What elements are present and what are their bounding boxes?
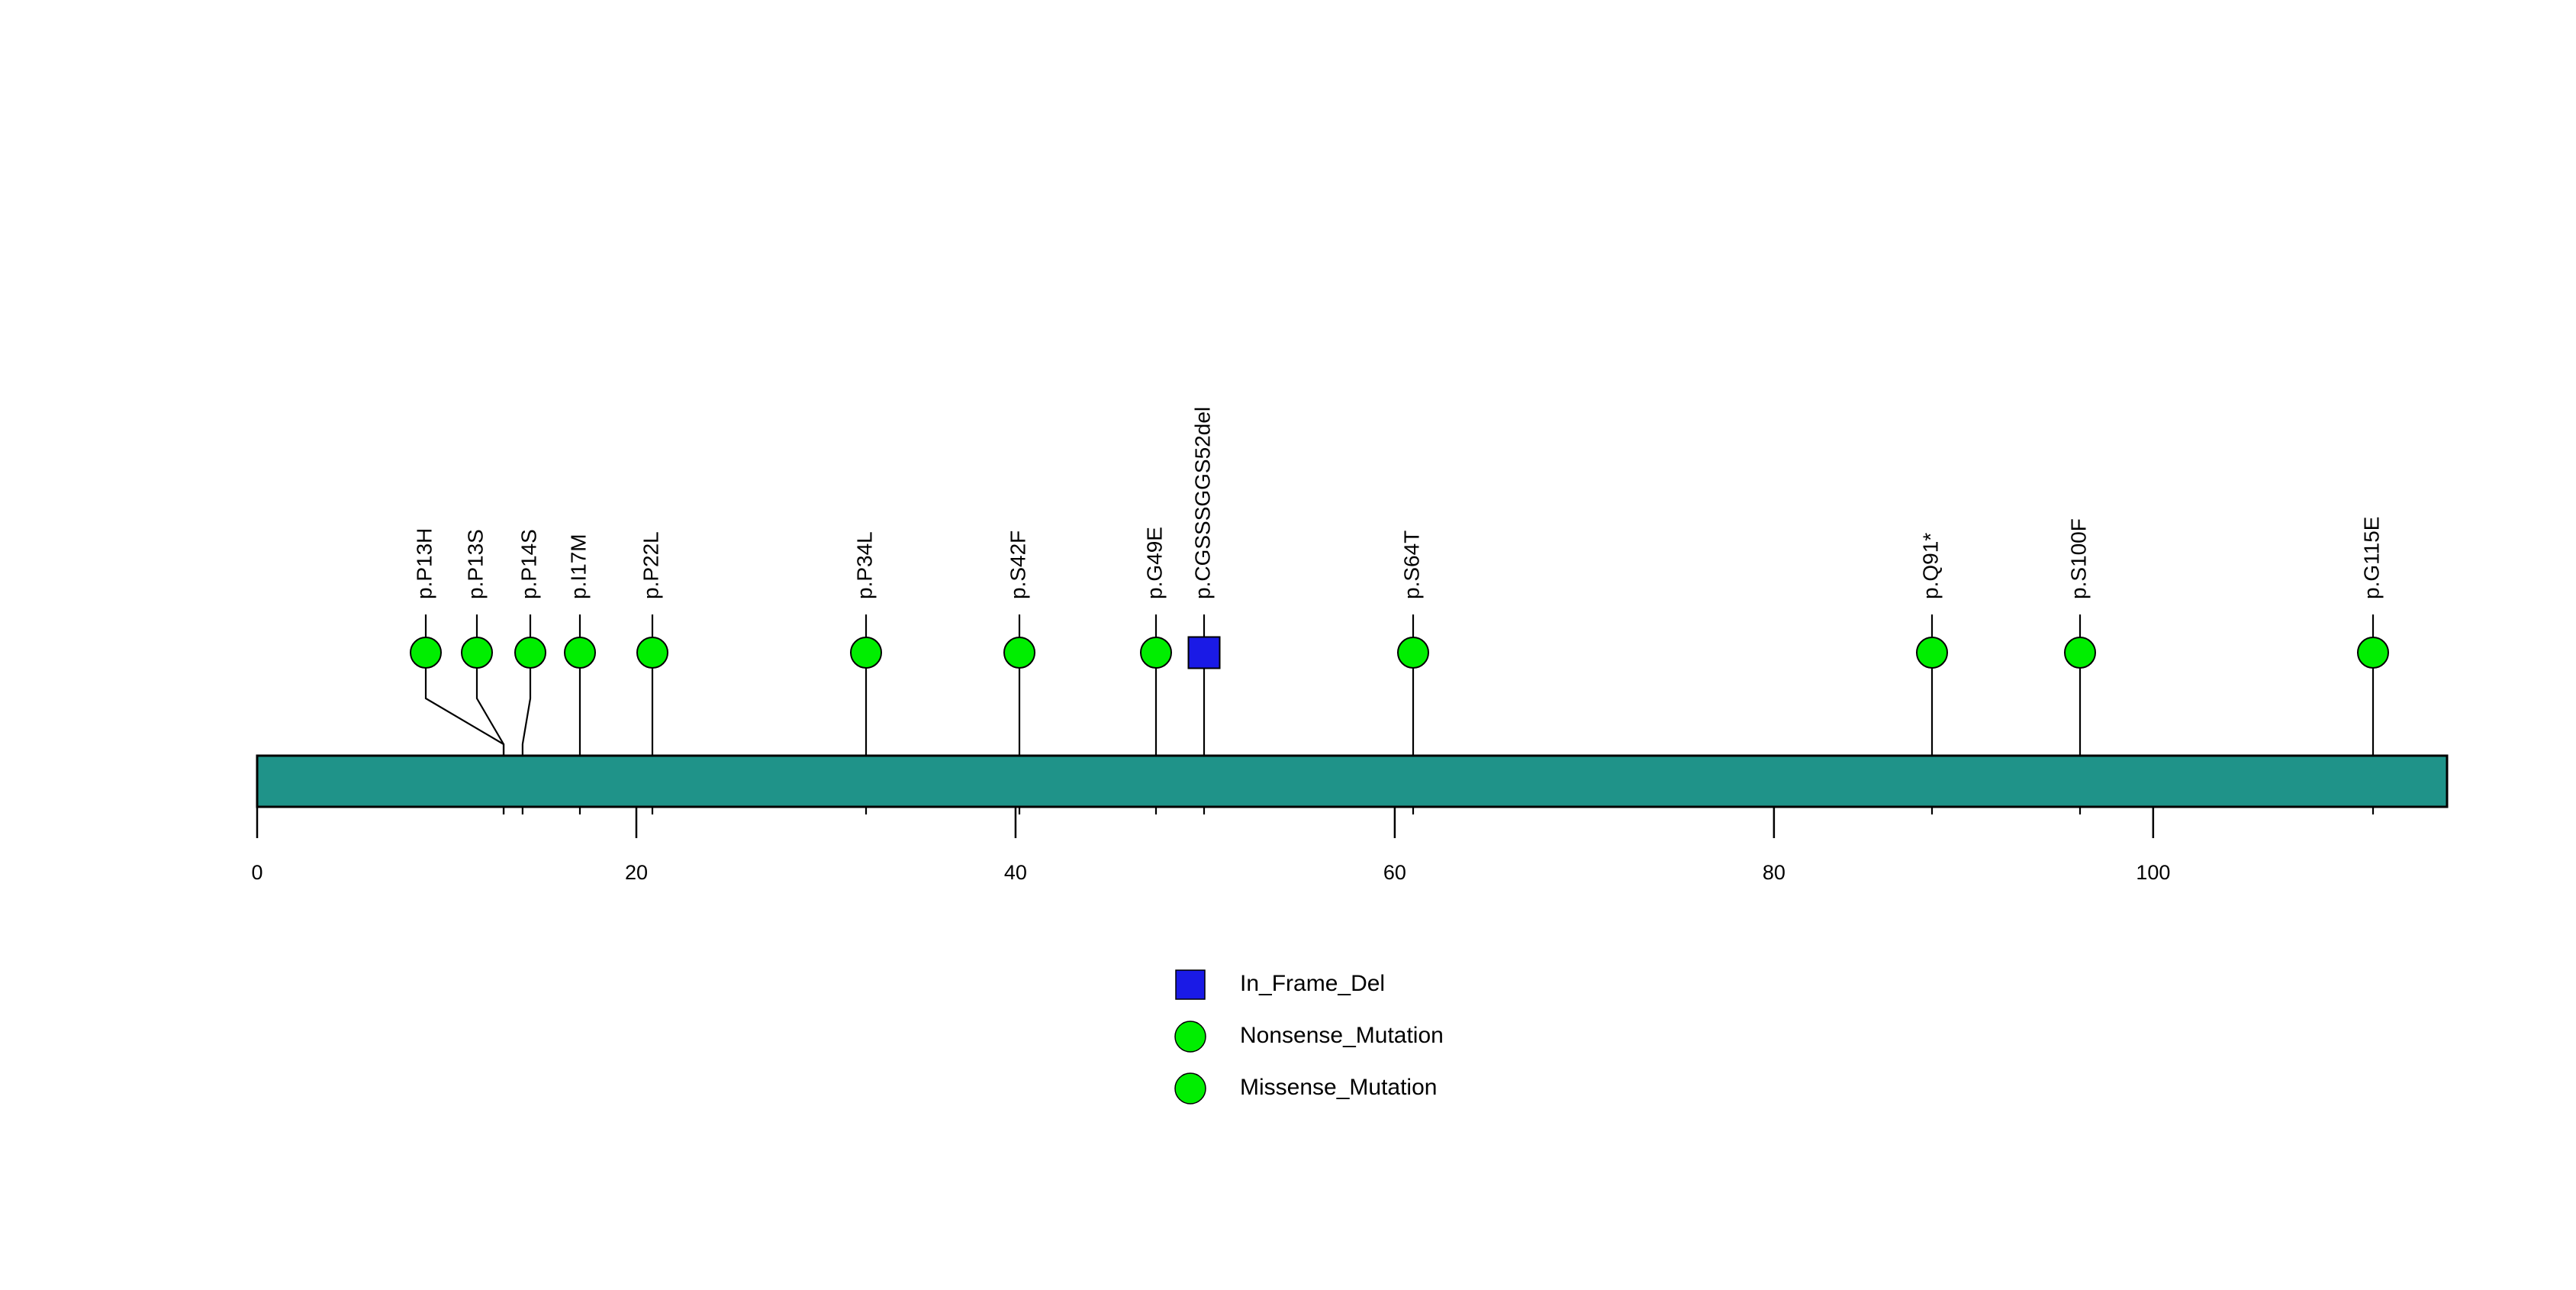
legend-label: In_Frame_Del bbox=[1240, 971, 1385, 996]
mutation-labels-layer: p.P13H p.P13S p.P14S p.I17M p.P22L p.P34L p.S4… bbox=[412, 407, 2383, 599]
mutation-label: p.P13H bbox=[412, 528, 436, 599]
legend-label: Missense_Mutation bbox=[1240, 1075, 1437, 1100]
mutation-marker-circle[interactable] bbox=[850, 637, 882, 669]
mutation-marker-circle[interactable] bbox=[410, 637, 442, 669]
mutation-label: p.P22L bbox=[639, 531, 662, 599]
mutation-label: p.G49E bbox=[1142, 527, 1166, 599]
mutation-label: p.CGSSSGGS52del bbox=[1190, 407, 1214, 599]
mutation-marker-circle[interactable] bbox=[1140, 637, 1172, 669]
mutation-marker-circle[interactable] bbox=[2064, 637, 2096, 669]
mutation-label: p.I17M bbox=[566, 534, 590, 599]
axis-tick-label: 20 bbox=[625, 861, 648, 884]
mutation-marker-circle[interactable] bbox=[461, 637, 493, 669]
markers-layer bbox=[410, 636, 2389, 669]
mutation-label: p.G115E bbox=[2359, 517, 2383, 599]
domain-rect bbox=[256, 754, 2449, 808]
legend-label: Nonsense_Mutation bbox=[1240, 1023, 1444, 1048]
mutation-label: p.S64T bbox=[1399, 531, 1423, 599]
axis-tick-label: 100 bbox=[2136, 861, 2170, 884]
protein-domain-bar bbox=[256, 754, 2449, 808]
mutation-marker-circle[interactable] bbox=[564, 637, 596, 669]
mutation-label: p.P14S bbox=[517, 529, 540, 599]
mutation-label: p.S100F bbox=[2066, 518, 2090, 599]
mutation-label: p.P13S bbox=[463, 529, 487, 599]
axis-layer: 0 20 40 60 80 100 bbox=[251, 807, 2170, 884]
axis-tick-label: 40 bbox=[1004, 861, 1027, 884]
axis-tick-label: 80 bbox=[1763, 861, 1785, 884]
mutation-label: p.P34L bbox=[852, 531, 876, 599]
legend-swatch-circle[interactable] bbox=[1174, 1021, 1206, 1053]
mutation-marker-circle[interactable] bbox=[514, 637, 546, 669]
legend-swatch-circle[interactable] bbox=[1174, 1072, 1206, 1105]
mutation-marker-circle[interactable] bbox=[2357, 637, 2389, 669]
mutation-marker-square[interactable] bbox=[1187, 636, 1221, 669]
mutation-marker-circle[interactable] bbox=[1916, 637, 1948, 669]
legend-swatch-square[interactable] bbox=[1175, 969, 1206, 1000]
mutation-label: p.Q91* bbox=[1918, 533, 1942, 599]
axis-tick-label: 0 bbox=[251, 861, 262, 884]
mutation-marker-circle[interactable] bbox=[1397, 637, 1429, 669]
axis-tick-label: 60 bbox=[1383, 861, 1406, 884]
mutation-label: p.S42F bbox=[1006, 531, 1029, 599]
mutation-marker-circle[interactable] bbox=[1003, 637, 1035, 669]
legend: In_Frame_DelNonsense_MutationMissense_Mu… bbox=[1174, 969, 1444, 1105]
mutation-marker-circle[interactable] bbox=[636, 637, 668, 669]
